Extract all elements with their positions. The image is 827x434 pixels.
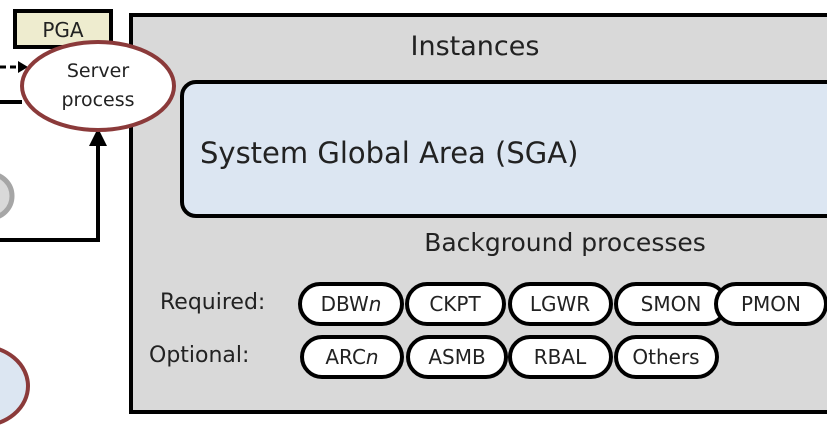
process-pill-label: RBAL	[534, 345, 587, 369]
required-label: Required:	[160, 290, 265, 315]
process-pill-others: Others	[614, 335, 719, 379]
server-process-label-line1: Server	[67, 60, 129, 82]
dashed-arrowhead-icon	[18, 61, 28, 73]
sga-label: System Global Area (SGA)	[200, 136, 578, 170]
optional-label: Optional:	[149, 343, 249, 368]
process-pill-suffix: n	[369, 292, 382, 316]
return-arrowhead-icon	[89, 128, 107, 146]
process-pill-label: PMON	[741, 292, 801, 316]
process-pill-pmon: PMON	[714, 282, 827, 326]
process-pill-smon: SMON	[614, 282, 728, 326]
partial-blue-ellipse	[0, 347, 30, 425]
sga-box	[180, 80, 827, 218]
process-pill-label: SMON	[641, 292, 702, 316]
pga-label: PGA	[42, 18, 84, 42]
process-pill-dbwn: DBWn	[298, 282, 404, 326]
svg-text:ARCn: ARCn	[325, 345, 378, 369]
return-arrow-line	[0, 146, 100, 242]
process-pill-arcn: ARCn	[300, 335, 404, 379]
process-pill-suffix: n	[366, 345, 379, 369]
instance-title: Instances	[411, 31, 540, 62]
process-pill-label: CKPT	[429, 292, 481, 316]
partial-gray-circle	[0, 173, 15, 219]
process-pill-label: ARC	[325, 345, 366, 369]
process-pill-ckpt: CKPT	[405, 282, 506, 326]
process-pill-asmb: ASMB	[406, 335, 508, 379]
process-pill-label: DBW	[321, 292, 369, 316]
server-process-label-line2: process	[61, 89, 134, 111]
process-pill-label: Others	[632, 345, 699, 369]
svg-text:DBWn: DBWn	[321, 292, 382, 316]
process-pill-label: LGWR	[530, 292, 590, 316]
background-title: Background processes	[424, 228, 706, 257]
process-pill-rbal: RBAL	[508, 335, 613, 379]
process-pill-lgwr: LGWR	[508, 282, 613, 326]
server-process-ellipse	[20, 40, 176, 132]
process-pill-label: ASMB	[428, 345, 485, 369]
